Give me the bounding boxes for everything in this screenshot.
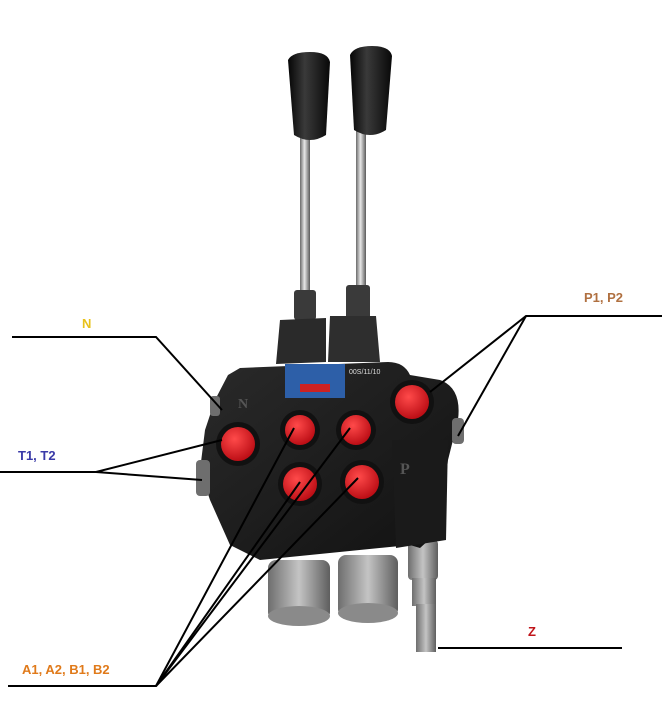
side-port-t2 bbox=[196, 460, 210, 496]
side-port-n bbox=[210, 396, 220, 416]
leader-ab-4 bbox=[155, 477, 359, 687]
side-port-p2 bbox=[452, 418, 464, 444]
label-p: P1, P2 bbox=[584, 290, 624, 305]
valve-body-right bbox=[392, 440, 448, 548]
label-ab: A1, A2, B1, B2 bbox=[22, 662, 110, 677]
label-plate bbox=[285, 364, 345, 398]
body-mark-n: N bbox=[238, 397, 248, 412]
leader-ab-2 bbox=[155, 427, 351, 687]
leader-n bbox=[12, 336, 223, 411]
label-n: N bbox=[82, 316, 92, 331]
label-z: Z bbox=[528, 624, 536, 639]
relief-valve-z bbox=[408, 540, 438, 652]
spool-caps bbox=[268, 555, 398, 626]
label-t: T1, T2 bbox=[18, 448, 56, 463]
leader-p-2 bbox=[457, 315, 527, 437]
body-mark-p: P bbox=[400, 461, 410, 478]
lever-right bbox=[346, 46, 392, 320]
leader-lines bbox=[0, 315, 662, 687]
leader-ab-3 bbox=[155, 481, 301, 687]
boot-right bbox=[328, 316, 380, 362]
boot-left bbox=[276, 318, 326, 364]
plate-code: 00S/11/10 bbox=[349, 369, 381, 376]
leader-p-1 bbox=[429, 315, 662, 393]
lever-left bbox=[288, 52, 330, 320]
leader-t-2 bbox=[95, 471, 203, 481]
